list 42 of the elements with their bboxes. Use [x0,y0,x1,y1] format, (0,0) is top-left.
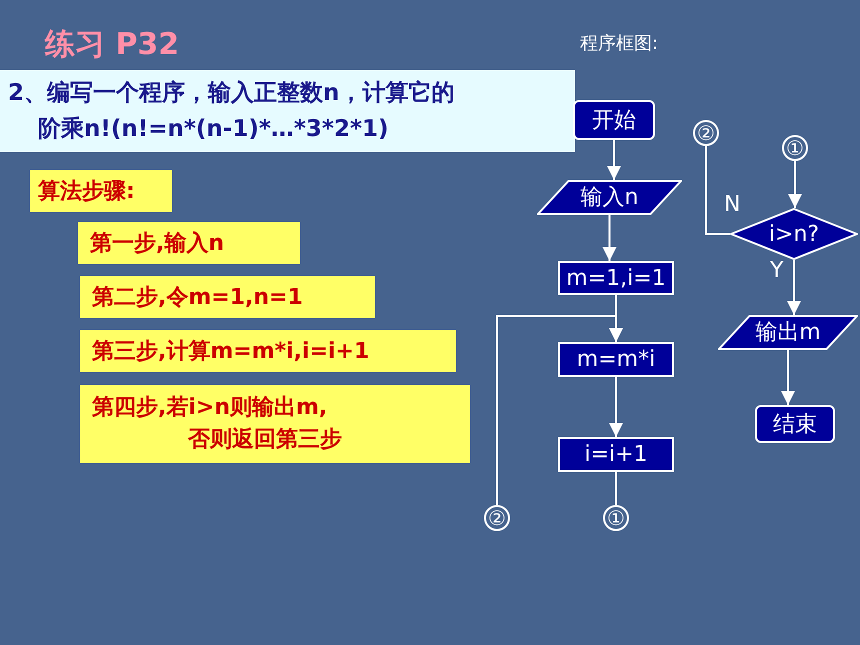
node-label: ② [488,508,506,528]
node-label: i>n? [768,220,820,248]
step-text: 第一步,输入n [90,230,224,258]
slide-title: 练习 P32 [45,26,180,64]
terminal-box [573,100,655,140]
arrow [609,377,623,437]
question-text: 2、编写一个程序，输入正整数n，计算它的阶乘n!(n!=n*(n-1)*…*3*2*1) [8,79,456,144]
node-label: ① [786,138,804,158]
node-label: 输出m [755,319,821,347]
io-parallelogram [537,180,682,215]
node-label: 结束 [773,410,817,438]
arrow [787,260,801,315]
node-label: i=i+1 [584,441,648,469]
node-label: 开始 [592,106,636,134]
node-label: 输入n [580,184,638,212]
step-box [80,385,470,463]
edge-label: N [724,194,740,216]
node-label: ② [697,123,715,143]
terminal-box [755,405,835,443]
arrow [788,161,802,208]
process-box [558,342,674,377]
heading-box [30,170,172,212]
node-label: m=m*i [576,346,656,374]
step-text: 第四步,若i>n则输出m, 否则返回第三步 [92,394,343,454]
arrow [781,350,795,405]
step-box [80,276,375,318]
edge-label: Y [770,260,784,282]
heading-text: 算法步骤: [38,178,135,206]
step-box [80,330,456,372]
process-box [558,261,674,295]
step-box [78,222,300,264]
arrow [607,140,621,180]
step-text: 第三步,计算m=m*i,i=i+1 [92,338,370,366]
step-text: 第二步,令m=1,n=1 [92,284,303,312]
process-box [558,437,674,472]
question-banner [0,70,575,152]
arrow [602,215,616,261]
node-label: ① [607,508,625,528]
arrow [496,315,623,505]
node-label: m=1,i=1 [566,264,666,292]
section-label: 程序框图: [580,32,658,56]
io-parallelogram [718,315,858,350]
